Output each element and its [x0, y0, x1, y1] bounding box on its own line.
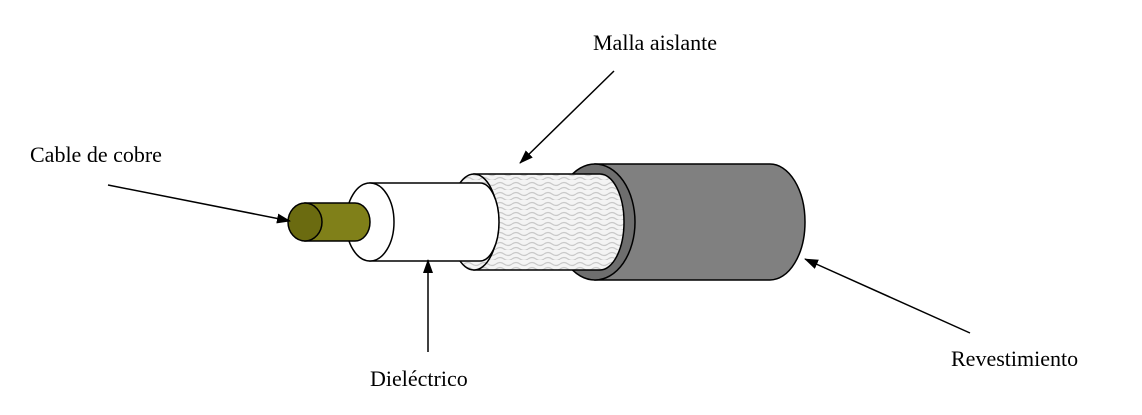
label-mesh: Malla aislante — [593, 30, 717, 55]
copper-core-end-face — [287, 202, 323, 242]
label-dielectric: Dieléctrico — [370, 366, 468, 391]
copper-arrow — [107, 184, 291, 224]
jacket-arrow — [804, 258, 971, 334]
label-copper-cable: Cable de cobre — [30, 142, 162, 167]
dielectric-body — [369, 182, 500, 262]
mesh-arrow — [519, 70, 615, 164]
label-jacket: Revestimiento — [951, 346, 1078, 371]
jacket-body — [594, 163, 806, 281]
mesh-body — [473, 173, 625, 271]
dielectric-layer — [345, 182, 500, 262]
copper-core-body — [304, 202, 371, 242]
copper-core-layer — [287, 202, 371, 242]
